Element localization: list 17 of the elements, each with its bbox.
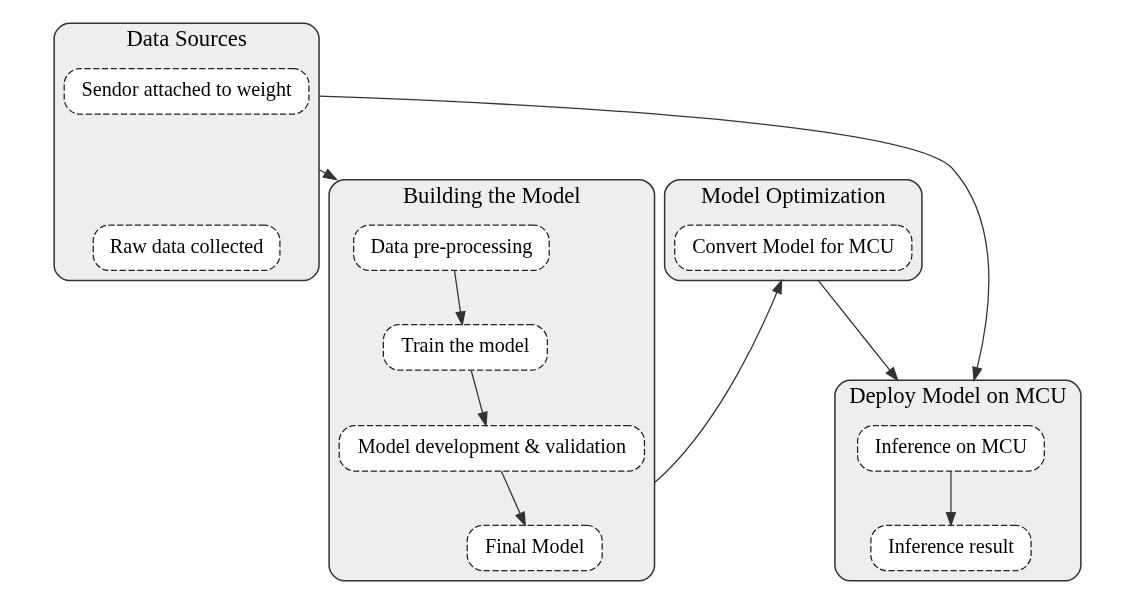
node-box: Final Model: [466, 524, 603, 572]
arrow: [470, 369, 488, 428]
node-box: Raw data collected: [92, 224, 281, 272]
node-box: Convert Model for MCU: [674, 224, 913, 272]
node-box: Inference on MCU: [857, 425, 1045, 472]
arrow: [945, 470, 957, 528]
node-box: Data pre-processing: [353, 224, 550, 272]
arrow: [318, 95, 990, 383]
arrow: [453, 269, 466, 327]
node-box: Train the model: [382, 324, 548, 371]
arrow: [653, 278, 783, 484]
node-box: Inference result: [870, 524, 1032, 572]
arrow: [500, 470, 526, 527]
arrow: [817, 279, 899, 382]
arrow: [318, 168, 339, 181]
node-box: Sendor attached to weight: [63, 68, 310, 115]
node-box: Model development & validation: [338, 425, 646, 472]
